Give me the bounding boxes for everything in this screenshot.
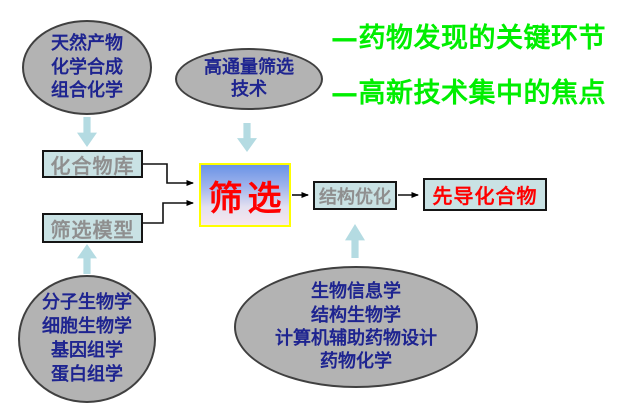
ellipse-line: 生物信息学 <box>311 281 401 303</box>
ellipse-hts-technology-text: 高通量筛选 技术 <box>204 57 294 102</box>
ellipse-line: 细胞生物学 <box>42 316 132 338</box>
ellipse-biology-mid-text: 生物信息学 结构生物学 计算机辅助药物设计 药物化学 <box>275 280 437 374</box>
box-structure-optimization: 结构优化 <box>313 181 397 210</box>
ellipse-line: 技术 <box>231 79 267 100</box>
box-screening: 筛选 <box>199 163 291 227</box>
ellipse-line: 计算机辅助药物设计 <box>275 328 437 349</box>
ellipse-line: 天然产物 <box>51 32 123 54</box>
ellipse-hts-technology: 高通量筛选 技术 <box>175 48 323 110</box>
ellipse-compound-sources: 天然产物 化学合成 组合化学 <box>22 20 152 115</box>
block-arrow-up-biomid-icon <box>345 224 365 258</box>
ellipse-biology-left-text: 分子生物学 细胞生物学 基因组学 蛋白组学 <box>42 291 132 387</box>
box-compound-library: 化合物库 <box>42 150 143 178</box>
ellipse-line: 基因组学 <box>51 340 123 361</box>
annotation-key-step: —药物发现的关键环节 <box>331 23 606 54</box>
box-screening-model: 筛选模型 <box>42 213 143 243</box>
connector-model-to-screening <box>143 200 194 224</box>
ellipse-biology-mid: 生物信息学 结构生物学 计算机辅助药物设计 药物化学 <box>234 266 478 388</box>
block-arrow-up-bioleft-icon <box>77 244 97 274</box>
ellipse-line: 蛋白组学 <box>51 363 123 385</box>
block-arrow-down-sources-icon <box>77 117 97 147</box>
ellipse-line: 高通量筛选 <box>204 56 294 78</box>
ellipse-line: 分子生物学 <box>42 292 132 314</box>
ellipse-line: 结构生物学 <box>311 304 401 326</box>
connector-library-to-screening <box>143 163 194 186</box>
ellipse-line: 组合化学 <box>51 80 123 102</box>
box-lead-compound: 先导化合物 <box>423 178 547 211</box>
block-arrow-down-hts-icon <box>237 123 257 152</box>
ellipse-line: 药物化学 <box>320 351 392 373</box>
ellipse-biology-left: 分子生物学 细胞生物学 基因组学 蛋白组学 <box>18 275 156 403</box>
annotation-tech-focus: —高新技术集中的焦点 <box>331 78 606 109</box>
ellipse-line: 化学合成 <box>51 56 123 78</box>
ellipse-compound-sources-text: 天然产物 化学合成 组合化学 <box>51 32 123 103</box>
